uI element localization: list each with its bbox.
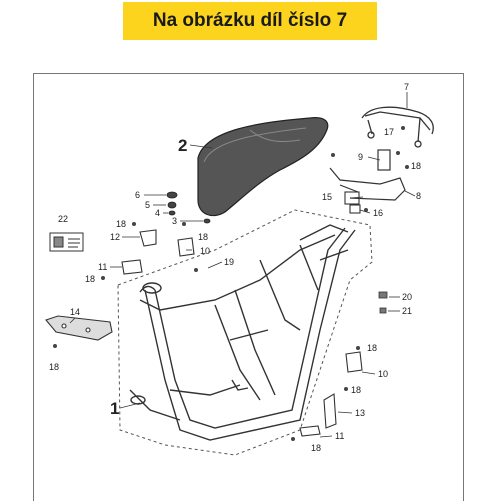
bolt-icons (53, 126, 409, 441)
callout-21: 21 (402, 306, 412, 316)
callout-22: 22 (58, 214, 68, 224)
fastener-21-part (379, 307, 387, 314)
callout-11-lower: 11 (335, 431, 344, 441)
callout-18-g: 18 (351, 385, 361, 395)
callout-18-b: 18 (116, 219, 126, 229)
callout-11-left: 11 (98, 262, 107, 272)
callout-17: 17 (384, 127, 394, 137)
callout-3: 3 (172, 216, 177, 226)
bracket-13-part (323, 393, 337, 429)
label-plate-22-part (49, 232, 84, 252)
main-frame-part (129, 224, 356, 441)
fastener-group-left (166, 191, 211, 224)
bracket-14-part (45, 315, 113, 341)
callout-9: 9 (358, 152, 363, 162)
callout-18-c: 18 (198, 232, 208, 242)
bracket-11-lower-part (299, 425, 321, 437)
callout-12: 12 (110, 232, 120, 242)
leader-lines (69, 92, 416, 438)
diagram-frame (33, 73, 464, 501)
callout-labels: 2 1 7 17 9 18 8 15 16 6 5 4 3 22 18 12 1… (49, 82, 421, 453)
callout-6: 6 (135, 190, 140, 200)
callout-10-upper: 10 (200, 246, 210, 256)
callout-18-top: 18 (411, 161, 421, 171)
callout-14: 14 (70, 307, 80, 317)
fastener-20-part (378, 291, 388, 299)
bracket-10-upper-part (177, 237, 195, 257)
callout-13: 13 (355, 408, 365, 418)
callout-20: 20 (402, 292, 412, 302)
bracket-11-left-part (121, 259, 143, 275)
bracket-12-part (139, 229, 157, 247)
callout-18-d: 18 (85, 274, 95, 284)
callout-7: 7 (404, 82, 409, 92)
callout-19: 19 (224, 257, 234, 267)
callout-5: 5 (145, 200, 150, 210)
callout-18-h: 18 (311, 443, 321, 453)
callout-15: 15 (322, 192, 332, 202)
callout-18-f: 18 (367, 343, 377, 353)
callout-8: 8 (416, 191, 421, 201)
callout-2: 2 (178, 136, 187, 155)
seat-part (197, 117, 329, 217)
banner-text: Na obrázku díl číslo 7 (152, 10, 348, 31)
callout-16: 16 (373, 208, 383, 218)
rear-bracket-part (329, 149, 406, 201)
assembly-dashed-outline (117, 209, 373, 456)
rear-carrier-part (361, 106, 434, 148)
callout-1: 1 (110, 399, 119, 418)
title-banner: Na obrázku díl číslo 7 (123, 2, 377, 40)
bracket-10-lower-part (345, 351, 363, 373)
bracket-15-part (344, 191, 361, 214)
callout-18-e: 18 (49, 362, 59, 372)
callout-10-lower: 10 (378, 369, 388, 379)
callout-4: 4 (155, 208, 160, 218)
